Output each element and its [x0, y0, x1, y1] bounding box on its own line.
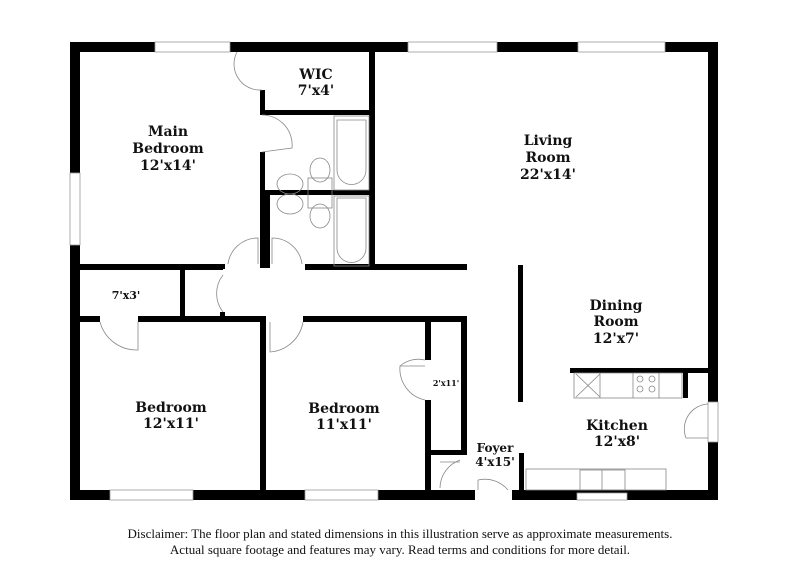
main-bedroom-label: Bedroom — [132, 141, 204, 157]
fixtures — [276, 115, 683, 491]
wic-size: 7'x4' — [298, 83, 334, 99]
living-room-size: 22'x14' — [520, 167, 576, 183]
dining-room-label: Room — [593, 314, 638, 330]
main-bedroom-label: Main — [148, 124, 188, 140]
windows — [69, 41, 719, 501]
kitchen-size: 12'x8' — [594, 434, 640, 450]
kitchen-label: Kitchen — [586, 418, 648, 434]
wic-label: WIC — [298, 67, 332, 83]
living-room-label: Living — [524, 133, 573, 149]
doors — [99, 51, 709, 500]
disclaimer-line-1: Disclaimer: The floor plan and stated di… — [127, 526, 673, 541]
foyer-label: Foyer — [477, 441, 514, 455]
bedroom-1-label: Bedroom — [135, 400, 207, 416]
bedroom-2-size: 11'x11' — [316, 417, 372, 433]
living-room-label: Room — [525, 150, 570, 166]
closet-2-size: 2'x11' — [433, 378, 459, 388]
disclaimer-line-2: Actual square footage and features may v… — [169, 542, 631, 557]
bedroom-2-label: Bedroom — [308, 401, 380, 417]
dining-room-label: Dining — [590, 298, 643, 314]
foyer-size: 4'x15' — [475, 455, 515, 469]
dining-room-size: 12'x7' — [593, 331, 639, 347]
room-labels: Main Bedroom 12'x14' WIC 7'x4' Living Ro… — [112, 67, 648, 469]
walls — [70, 42, 718, 500]
main-bedroom-size: 12'x14' — [140, 158, 196, 174]
bedroom-1-size: 12'x11' — [143, 416, 199, 432]
hall-closet-size: 7'x3' — [112, 289, 141, 302]
